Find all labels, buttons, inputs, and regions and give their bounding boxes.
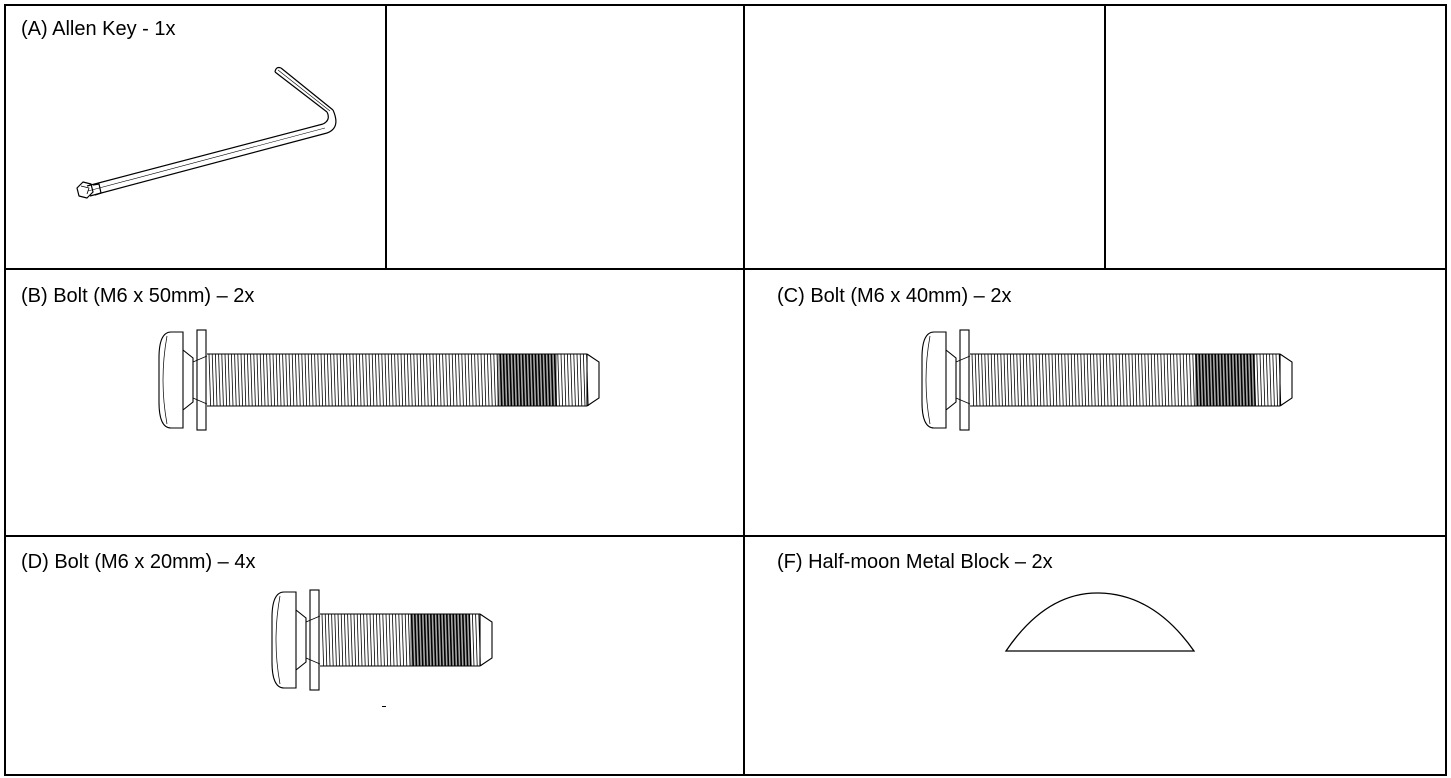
allen-key-icon xyxy=(76,66,337,199)
part-b-label: (B) Bolt (M6 x 50mm) – 2x xyxy=(21,285,255,307)
row-divider-2 xyxy=(4,535,1447,537)
col-divider-r1-3 xyxy=(1104,4,1106,269)
half-moon-block-icon xyxy=(1004,592,1196,652)
bolt-icon xyxy=(271,589,493,691)
part-c-label: (C) Bolt (M6 x 40mm) – 2x xyxy=(777,285,1012,307)
stray-mark xyxy=(382,706,386,707)
part-f-label: (F) Half-moon Metal Block – 2x xyxy=(777,551,1053,573)
table-border-left xyxy=(4,4,6,776)
col-divider-r1-1 xyxy=(385,4,387,269)
row-divider-1 xyxy=(4,268,1447,270)
bolt-icon xyxy=(158,329,600,431)
col-divider-r1-2 xyxy=(743,4,745,269)
table-border-bottom xyxy=(4,774,1447,776)
table-border-top xyxy=(4,4,1447,6)
part-a-label: (A) Allen Key - 1x xyxy=(21,18,176,40)
col-divider-r2-3 xyxy=(743,268,745,776)
part-d-label: (D) Bolt (M6 x 20mm) – 4x xyxy=(21,551,256,573)
table-border-right xyxy=(1445,4,1447,776)
bolt-icon xyxy=(921,329,1293,431)
